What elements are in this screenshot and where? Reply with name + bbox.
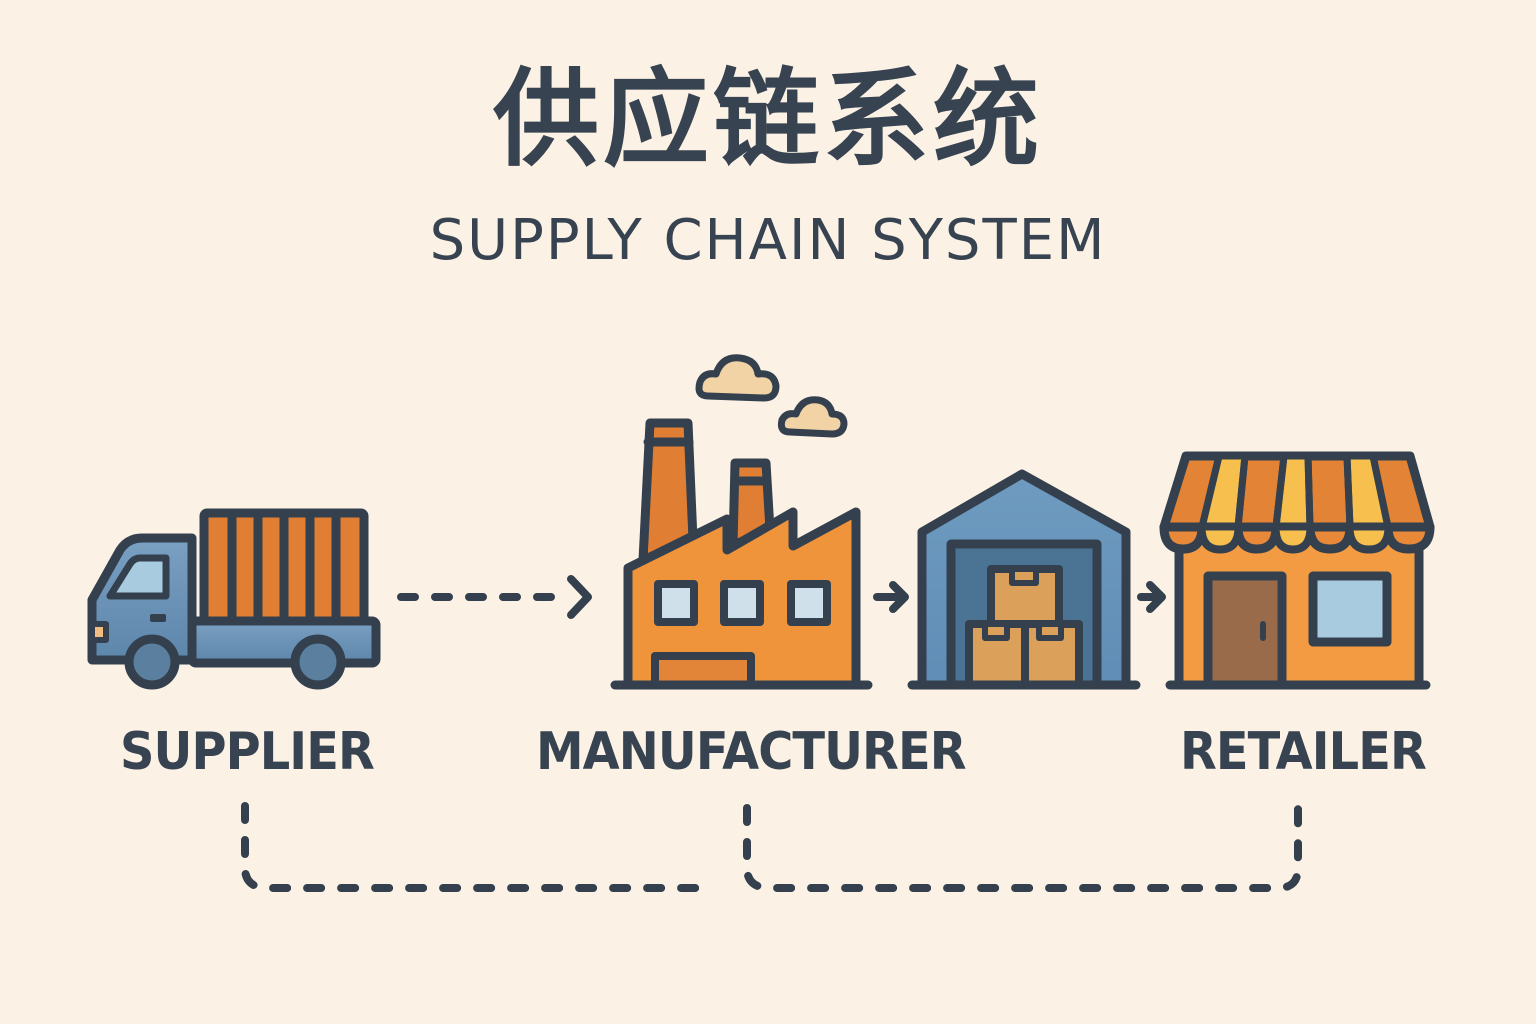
stage-label-manufacturer: MANUFACTURER xyxy=(536,722,967,782)
feedback-link-supplier-manufacturer xyxy=(241,802,712,892)
truck-headlight xyxy=(89,621,109,643)
flow-arrow-warehouse-retailer xyxy=(1137,581,1166,613)
stage-label-retailer: RETAILER xyxy=(1180,722,1427,782)
factory-window xyxy=(654,580,698,626)
awning xyxy=(1159,451,1435,554)
stage-label-supplier: SUPPLIER xyxy=(120,722,375,782)
title-english: SUPPLY CHAIN SYSTEM xyxy=(429,208,1107,273)
truck-icon xyxy=(87,508,381,690)
store-icon xyxy=(1159,451,1435,690)
factory-window xyxy=(787,580,831,626)
truck-window xyxy=(106,554,170,600)
truck-bed xyxy=(187,616,381,668)
store-door xyxy=(1203,571,1287,690)
store-window xyxy=(1308,571,1392,647)
smoke-cloud-icon xyxy=(695,354,848,438)
factory-icon xyxy=(610,354,873,690)
title-chinese: 供应链系统 xyxy=(493,58,1043,181)
feedback-link-manufacturer-retailer xyxy=(743,802,1302,892)
truck-wheel-rear xyxy=(290,634,346,690)
truck-wheel-front xyxy=(124,634,180,690)
factory-window xyxy=(720,580,764,626)
flow-arrow-manufacturer-warehouse xyxy=(873,581,909,613)
factory-door xyxy=(651,652,755,689)
warehouse-icon xyxy=(907,469,1141,690)
flow-arrow-supplier-manufacturer xyxy=(397,575,592,619)
